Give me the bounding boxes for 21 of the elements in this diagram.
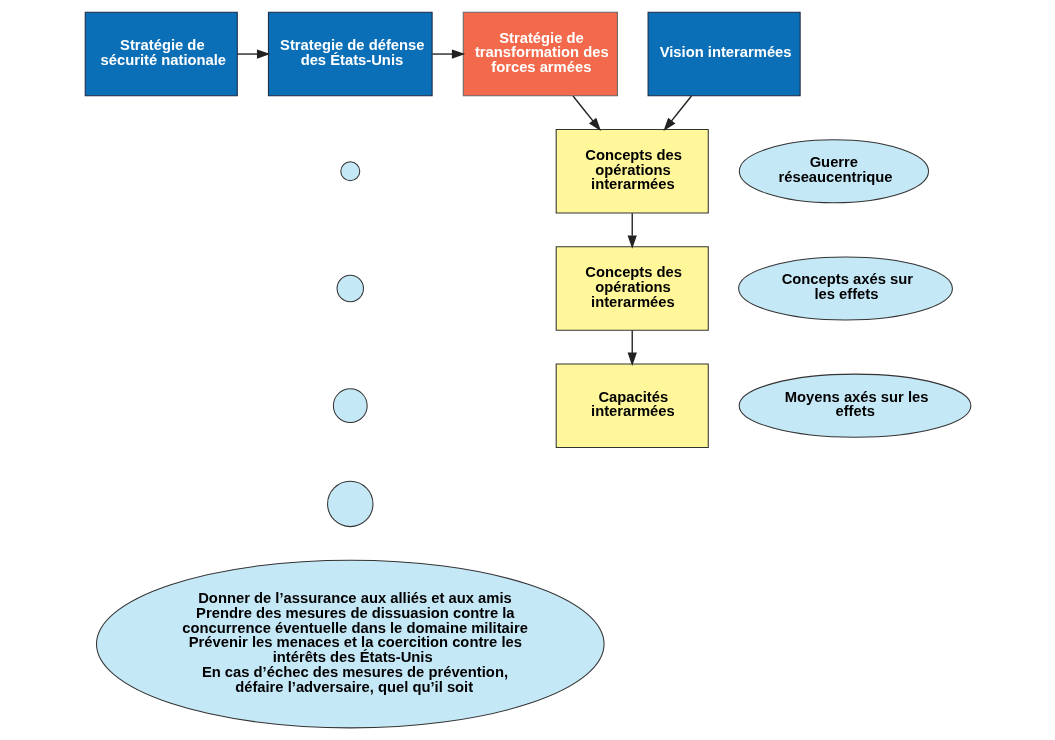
node-ellipse: Moyens axés sur les effets (738, 373, 971, 438)
node-box: Strategie de défense des États-Unis (267, 11, 433, 97)
node-ellipse: Donner de l’assurance aux alliés et aux amis Prendre des mesures de dissuasion contre la concurrence éventuelle dans le domaine militaire Prévenir les menaces et la coercition contre les intérêts des États-Unis En cas d’échec des mesures de prévention, défaire l’adversaire, quel qu’il soit (95, 559, 605, 729)
arrow (627, 212, 637, 249)
node-box: Stratégie de sécurité nationale (84, 11, 238, 97)
node-circle (336, 274, 364, 303)
node-ellipse: Guerre réseaucentrique (738, 139, 929, 204)
node-box: Capacités interarmées (555, 363, 709, 448)
arrow (236, 49, 270, 59)
node-circle (332, 388, 368, 424)
arrow (431, 49, 465, 59)
arrow (627, 329, 637, 366)
node-ellipse: Concepts axés sur les effets (737, 256, 953, 321)
node-box: Vision interarmées (647, 11, 801, 97)
arrow (571, 95, 601, 132)
node-circle (326, 480, 373, 528)
arrow (662, 95, 692, 132)
node-circle (339, 161, 360, 182)
node-box: Stratégie de transformation des forces armées (462, 11, 618, 97)
node-box: Concepts des opérations interarmées (555, 246, 709, 331)
node-box: Concepts des opérations interarmées (555, 129, 709, 214)
